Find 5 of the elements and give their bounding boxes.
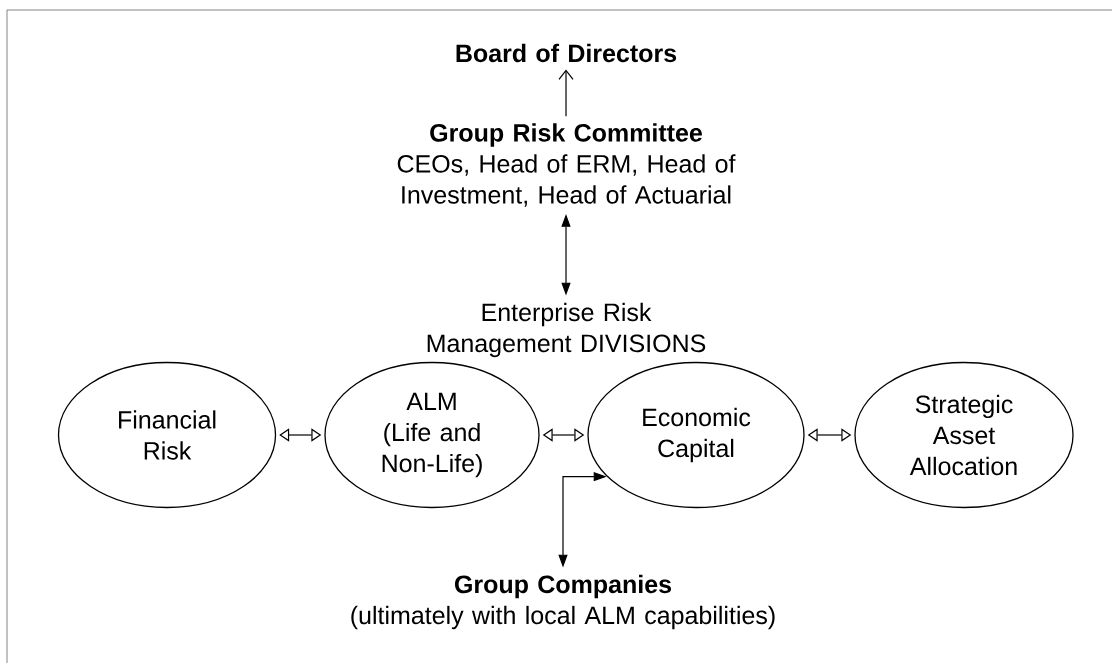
arrow (558, 69, 574, 117)
node-text: Group Risk Committee CEOs, Head of ERM, Head of Investment, Head of Actuarial (397, 123, 736, 207)
node-text: Enterprise Risk Management DIVISIONS (427, 302, 706, 358)
node-text: Group Companies (ultimately with local ALM capabilities) (351, 574, 775, 630)
node-text: Board of Directors (456, 43, 677, 63)
